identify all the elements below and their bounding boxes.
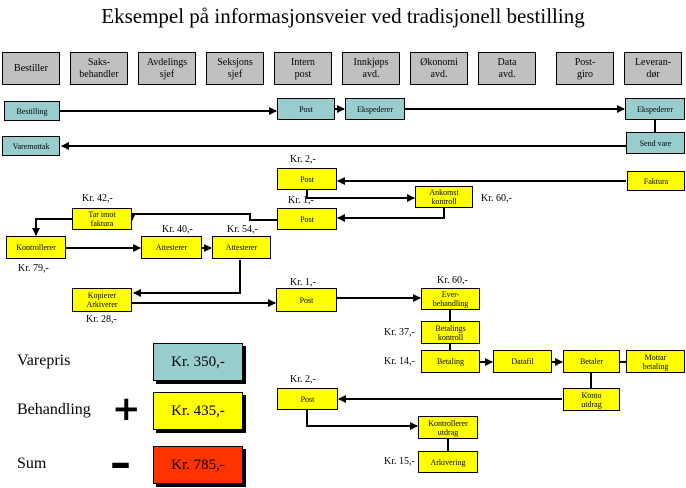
- box-varemottak: Varemottak: [2, 136, 60, 156]
- box-datafil: Datafil: [493, 350, 552, 373]
- box-konto-utdrag: Konto utdrag: [563, 388, 620, 411]
- box-ekspederer-innkjop: Ekspederer: [345, 98, 405, 120]
- cost-kopierer: Kr. 28,-: [86, 314, 117, 325]
- cost-kontrollerer: Kr. 79,-: [18, 263, 49, 274]
- cost-post-2: Kr. 2,-: [290, 154, 316, 165]
- behandling-label: Behandling: [17, 401, 91, 418]
- box-kontrollerer-utdrag: Kontrollerer utdrag: [418, 416, 478, 439]
- box-mottar-betaling: Mottar betaling: [626, 350, 685, 373]
- box-kopierer-arkiverer: Kopierer Arkiverer: [72, 288, 132, 312]
- box-post-4: Post: [276, 288, 337, 312]
- column-header-intern-post: Intern post: [274, 52, 332, 85]
- box-post-1: Post: [277, 98, 335, 120]
- cost-post-3: Kr. 1,-: [288, 195, 314, 206]
- box-post-5: Post: [277, 388, 338, 410]
- plus-symbol: +: [112, 389, 141, 429]
- column-header-avdelingssjef: Avdelings sjef: [138, 52, 196, 85]
- column-header-data: Data avd.: [478, 52, 536, 85]
- diagram-title: Eksempel på informasjonsveier ved tradis…: [101, 4, 585, 28]
- box-attesterer-2: Attesterer: [212, 236, 271, 259]
- varepris-label: Varepris: [17, 352, 71, 369]
- box-bestilling: Bestilling: [4, 101, 60, 121]
- column-header-bestiller: Bestiller: [2, 52, 60, 85]
- box-ankomst-kontroll: Ankomst kontroll: [415, 186, 473, 208]
- box-post-2: Post: [277, 168, 337, 190]
- box-attesterer-1: Attesterer: [141, 236, 202, 259]
- box-tar-imot-faktura: Tar imot faktura: [72, 208, 132, 230]
- cost-arkivering: Kr. 15,-: [384, 456, 415, 467]
- minus-symbol: –: [110, 438, 131, 487]
- cost-attesterer-1: Kr. 40,-: [162, 224, 193, 235]
- cost-betaling: Kr. 14,-: [384, 356, 415, 367]
- box-kontrollerer: Kontrollerer: [6, 236, 66, 259]
- cost-tar-imot: Kr. 42,-: [82, 193, 113, 204]
- column-header-leverandor: Leveran- dør: [624, 52, 682, 85]
- box-betaling: Betaling: [421, 350, 480, 373]
- sum-label: Sum: [17, 455, 47, 472]
- cost-betalingskontroll: Kr. 37,-: [384, 327, 415, 338]
- cost-post-5: Kr. 2,-: [290, 374, 316, 385]
- box-ever-behandling: Ever- behandling: [421, 288, 480, 310]
- column-header-okonomi: Økonomi avd.: [410, 52, 468, 85]
- column-header-saksbehandler: Saks- behandler: [70, 52, 128, 85]
- cost-ever: Kr. 60,-: [437, 275, 468, 286]
- column-header-seksjonssjef: Seksjons sjef: [206, 52, 264, 85]
- box-ekspederer-leverandor: Ekspederer: [625, 98, 685, 120]
- cost-attesterer-2: Kr. 54,-: [227, 224, 258, 235]
- box-faktura: Faktura: [627, 171, 685, 191]
- box-post-3: Post: [277, 208, 337, 230]
- varepris-value: Kr. 350,-: [153, 343, 243, 381]
- cost-ankomst: Kr. 60,-: [481, 193, 512, 204]
- cost-post-4: Kr. 1,-: [290, 277, 316, 288]
- column-header-postgiro: Post- giro: [556, 52, 614, 85]
- behandling-value: Kr. 435,-: [153, 392, 243, 430]
- box-arkivering: Arkivering: [418, 451, 478, 473]
- box-send-vare: Send vare: [626, 132, 685, 154]
- sum-value: Kr. 785,-: [153, 446, 243, 484]
- box-betaler: Betaler: [563, 350, 620, 373]
- column-header-innkjops: Innkjøps avd.: [342, 52, 400, 85]
- box-betalings-kontroll: Betalings kontroll: [421, 321, 480, 344]
